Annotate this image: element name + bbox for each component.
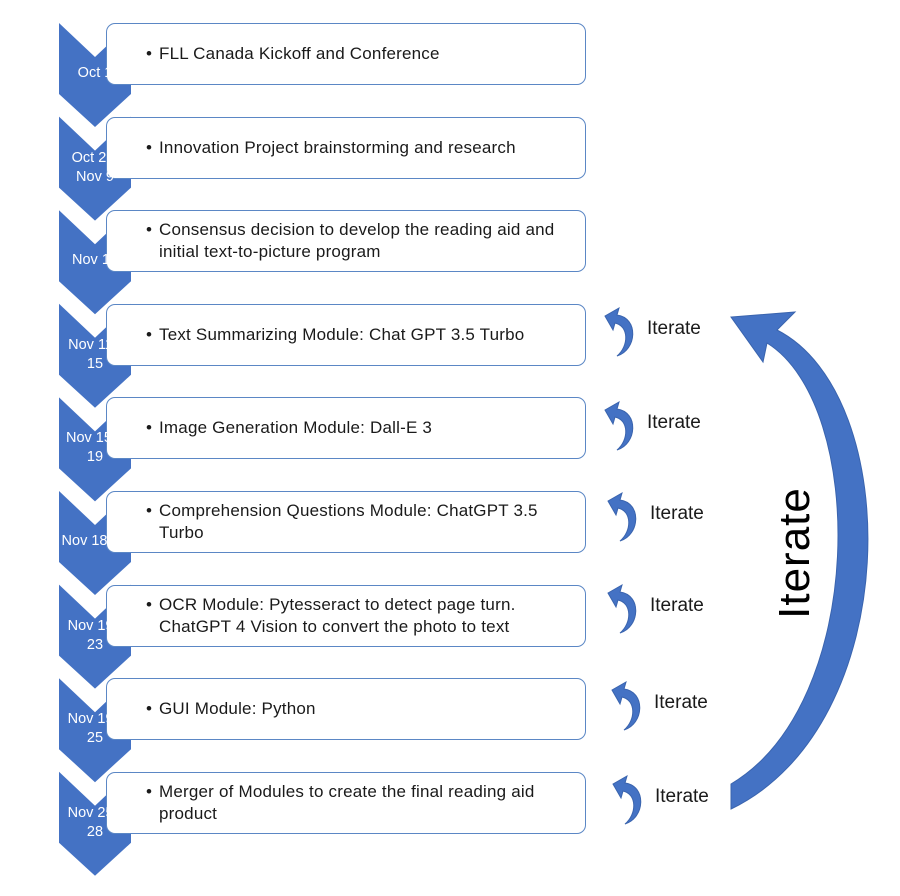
iterate-label: Iterate	[650, 595, 704, 616]
date-label: Nov 19 -25	[67, 711, 123, 747]
timeline-box-text: FLL Canada Kickoff and Conference	[146, 43, 571, 65]
timeline-box: GUI Module: Python	[106, 678, 586, 741]
date-label: Nov 25 -28	[67, 804, 123, 840]
iterate-label: Iterate	[647, 318, 701, 339]
iterate-label: Iterate	[655, 786, 709, 807]
iterate-loop-icon	[612, 774, 642, 825]
timeline-box-text: Innovation Project brainstorming and res…	[146, 137, 571, 159]
timeline-box: Innovation Project brainstorming and res…	[106, 116, 586, 179]
timeline-box: OCR Module: Pytesseract to detect page t…	[106, 584, 586, 647]
date-label: Nov 18-24	[61, 533, 129, 549]
iterate-loop-icon	[611, 680, 641, 731]
iterate-label: Iterate	[654, 692, 708, 713]
timeline-box-text: Merger of Modules to create the final re…	[146, 781, 571, 825]
iterate-loop-icon	[607, 491, 637, 542]
overall-iterate-label: Iterate	[770, 487, 819, 619]
timeline-box: Text Summarizing Module: Chat GPT 3.5 Tu…	[106, 303, 586, 366]
iterate-label: Iterate	[650, 503, 704, 524]
timeline-box-text: Text Summarizing Module: Chat GPT 3.5 Tu…	[146, 324, 571, 346]
timeline-box: Consensus decision to develop the readin…	[106, 210, 586, 273]
iterate-loop-icon	[607, 583, 637, 634]
timeline-box-text: Image Generation Module: Dall-E 3	[146, 417, 571, 439]
timeline-box: Comprehension Questions Module: ChatGPT …	[106, 491, 586, 553]
timeline-box: Image Generation Module: Dall-E 3	[106, 397, 586, 460]
date-label: Oct 1	[77, 65, 113, 81]
timeline-box-text: GUI Module: Python	[146, 698, 571, 720]
timeline-box: Merger of Modules to create the final re…	[106, 771, 586, 834]
date-label: Nov 15 –19	[65, 430, 125, 466]
date-label: Nov 19 -23	[67, 617, 123, 653]
iterate-loop-icon	[604, 306, 634, 357]
date-label: Nov 10	[72, 252, 118, 269]
iterate-loop-icon	[604, 400, 634, 451]
timeline-box-text: OCR Module: Pytesseract to detect page t…	[146, 594, 571, 638]
date-label: Nov 11 -15	[68, 336, 122, 372]
timeline-box: FLL Canada Kickoff and Conference	[106, 23, 586, 85]
iterate-label: Iterate	[647, 412, 701, 433]
timeline-box-text: Comprehension Questions Module: ChatGPT …	[146, 500, 571, 544]
date-label: Oct 2 –Nov 9	[71, 149, 119, 185]
timeline-box-text: Consensus decision to develop the readin…	[146, 219, 571, 263]
